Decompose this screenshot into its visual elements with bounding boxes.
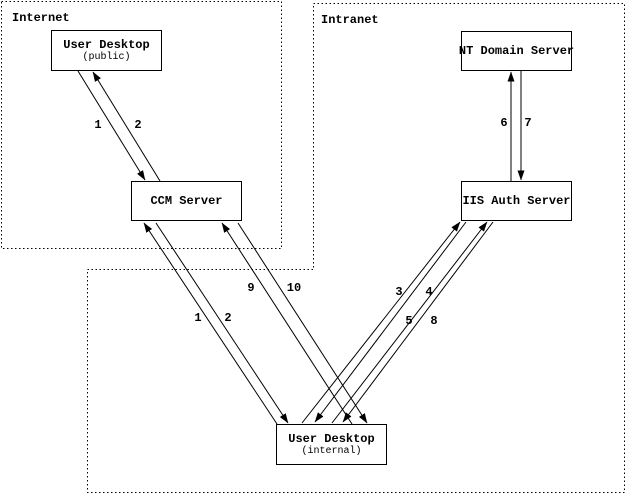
edge-label-7: 7 — [524, 116, 532, 130]
edge-arrow-user-desktop-internal-to-iis-auth-server-step-3 — [301, 221, 461, 424]
node-title: IIS Auth Server — [462, 193, 571, 208]
node-title: NT Domain Server — [458, 43, 575, 58]
edge-arrow-user-desktop-internal-to-ccm-server-step-1 — [143, 222, 278, 425]
edge-arrow-ccm-server-to-user-desktop-internal-step-2 — [155, 222, 289, 424]
node-title: CCM Server — [150, 193, 223, 208]
edge-arrow-ccm-server-to-user-desktop-public-step-2 — [92, 71, 161, 182]
edge-arrow-user-desktop-public-to-ccm-server-step-1 — [77, 70, 146, 181]
node-title: User Desktop — [288, 431, 375, 446]
edge-arrow-ccm-server-to-user-desktop-internal-step-10 — [237, 222, 368, 424]
edge-arrow-user-desktop-internal-to-iis-auth-server-step-5 — [331, 221, 488, 424]
node-ccm-server: CCM Server — [131, 181, 242, 221]
edge-label-9: 9 — [247, 281, 255, 295]
zone-label-intranet: Intranet — [321, 13, 379, 27]
edge-arrow-iis-auth-server-to-user-desktop-internal-step-8 — [342, 221, 494, 423]
node-subtitle: (public) — [82, 51, 131, 63]
edge-label-6: 6 — [500, 116, 508, 130]
node-iis-auth-server: IIS Auth Server — [461, 181, 572, 221]
edge-label-2: 2 — [134, 118, 142, 132]
node-nt-domain-server: NT Domain Server — [458, 31, 575, 71]
edge-label-2: 2 — [224, 311, 232, 325]
internet-zone-border — [1, 1, 282, 249]
edge-label-1: 1 — [94, 118, 102, 132]
edge-label-1: 1 — [194, 311, 202, 325]
edge-arrow-iis-auth-server-to-user-desktop-internal-step-4 — [314, 221, 467, 423]
node-subtitle: (internal) — [301, 445, 362, 457]
edge-label-4: 4 — [425, 285, 433, 299]
intranet-zone-border — [87, 3, 625, 493]
node-user-desktop-public: User Desktop (public) — [51, 30, 162, 71]
edge-arrow-user-desktop-internal-to-ccm-server-step-9 — [221, 222, 353, 425]
zone-label-internet: Internet — [12, 11, 70, 25]
edge-label-3: 3 — [395, 285, 403, 299]
edge-label-5: 5 — [405, 314, 413, 328]
edge-label-8: 8 — [430, 314, 438, 328]
edge-label-10: 10 — [286, 281, 302, 295]
node-user-desktop-internal: User Desktop (internal) — [276, 424, 387, 465]
node-title: User Desktop — [63, 37, 150, 52]
